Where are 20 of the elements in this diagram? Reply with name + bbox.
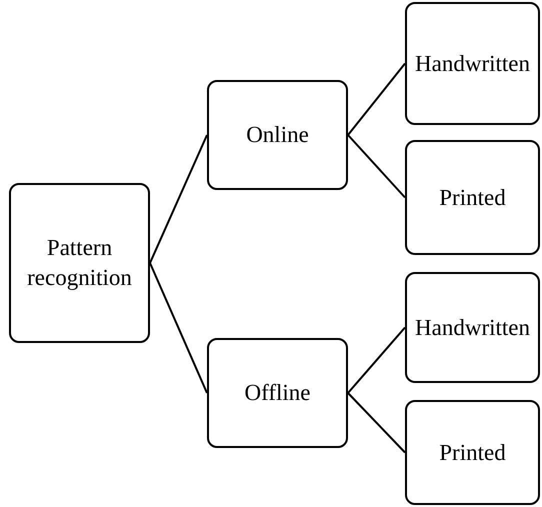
category-box: [405, 2, 540, 125]
node-label: Online: [246, 121, 309, 150]
category-box: [9, 183, 150, 343]
node-label: Printed: [439, 184, 506, 212]
category-box: [405, 140, 540, 255]
node-label: Printed: [439, 438, 506, 467]
connector-line: [149, 134, 208, 264]
node-label: Pattern recognition: [26, 234, 133, 292]
node-label: Handwritten: [415, 314, 530, 342]
connector-line: [347, 62, 406, 136]
category-box: [405, 272, 540, 383]
category-box: [207, 80, 348, 190]
node-label: Offline: [244, 379, 310, 408]
category-box: [207, 338, 348, 448]
connector-line: [347, 392, 406, 454]
category-box: [405, 400, 540, 505]
connector-line: [149, 262, 208, 394]
node-label: Handwritten: [415, 50, 530, 78]
connector-line: [347, 134, 406, 198]
connector-line: [347, 326, 406, 394]
